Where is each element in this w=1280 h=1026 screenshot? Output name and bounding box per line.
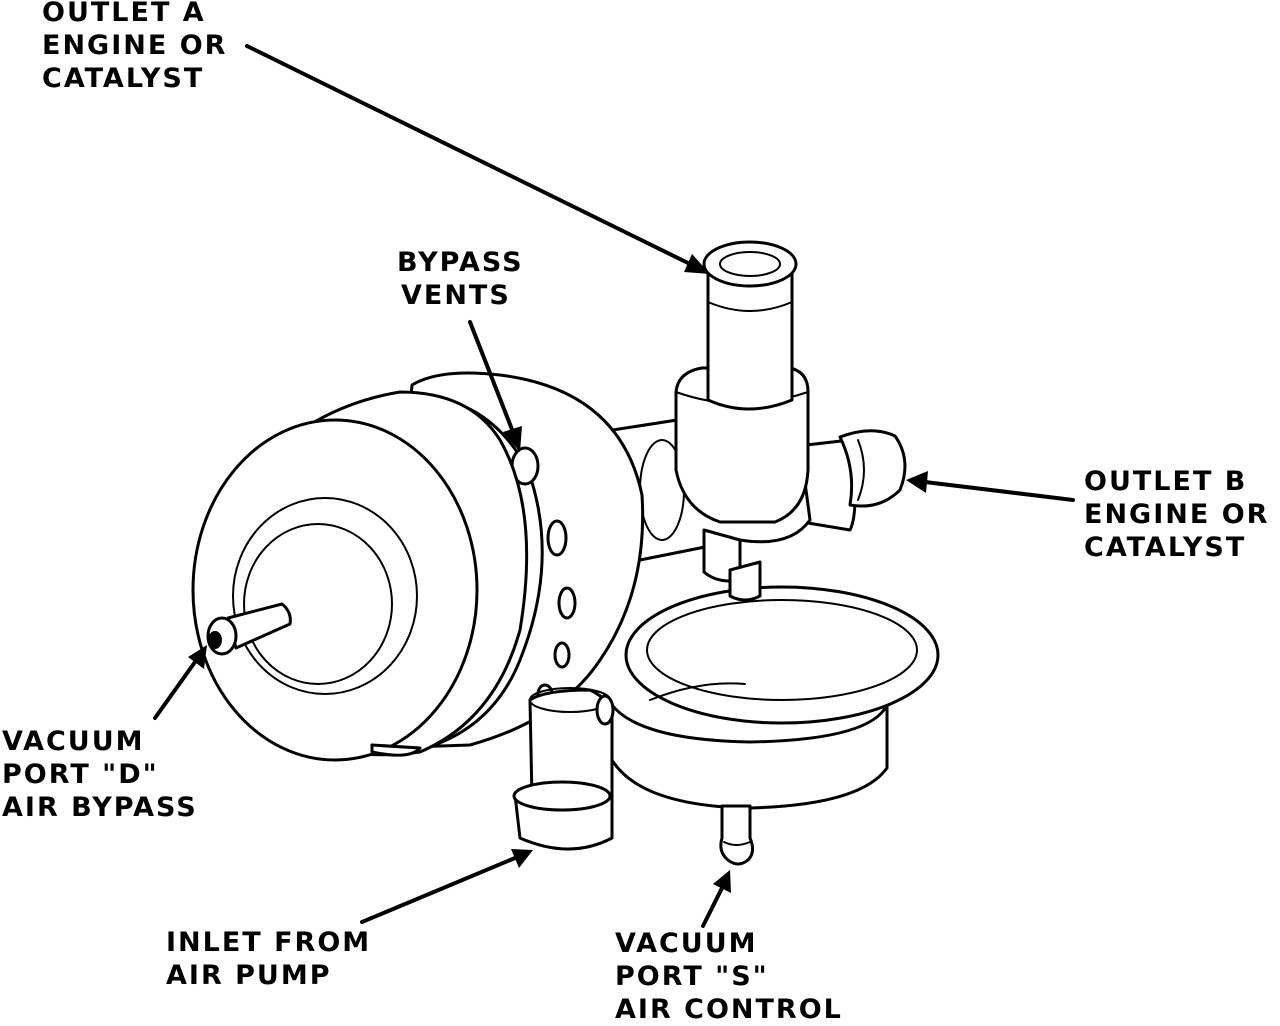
- label-inlet-line-2: AIR PUMP: [166, 960, 332, 991]
- arrow-inlet: [360, 856, 517, 924]
- label-vacuum-port-d-line-2: PORT "D": [2, 759, 159, 790]
- label-vacuum-port-d-line-3: AIR BYPASS: [2, 792, 198, 823]
- label-outlet-b-line-1: OUTLET B: [1084, 466, 1248, 497]
- outlet-a-pipe: [674, 240, 810, 524]
- label-outlet-b-line-2: ENGINE OR: [1084, 499, 1270, 530]
- arrowhead-bypass-vents: [503, 426, 522, 452]
- vacuum-port-s-nipple: [719, 804, 755, 866]
- label-vacuum-port-d-line-1: VACUUM: [2, 726, 145, 757]
- label-outlet-b-line-3: CATALYST: [1084, 532, 1247, 563]
- label-vacuum-port-s: VACUUM PORT "S" AIR CONTROL: [615, 927, 843, 1026]
- lower-diaphragm-housing: [610, 585, 940, 810]
- leader-arrows: [153, 44, 1075, 928]
- label-outlet-a-line-1: OUTLET A: [42, 0, 206, 28]
- label-bypass-vents-line-2: VENTS: [401, 280, 511, 311]
- body-stems: [702, 528, 762, 602]
- arrow-vacuum-port-s: [701, 886, 724, 928]
- vacuum-port-d-nipple: [206, 602, 292, 656]
- inlet-pipe: [512, 687, 615, 851]
- label-outlet-b: OUTLET B ENGINE OR CATALYST: [1084, 465, 1269, 564]
- arrow-bypass-vents: [468, 320, 515, 434]
- arrowhead-vacuum-port-s: [713, 870, 731, 893]
- diaphragm-cap: [191, 390, 529, 762]
- label-inlet-line-1: INLET FROM: [166, 927, 372, 958]
- label-bypass-vents: BYPASS VENTS: [397, 246, 524, 312]
- label-inlet: INLET FROM AIR PUMP: [166, 926, 371, 992]
- label-vacuum-port-s-line-3: AIR CONTROL: [615, 994, 843, 1025]
- label-outlet-a-line-3: CATALYST: [42, 63, 205, 94]
- arrowhead-inlet: [511, 849, 533, 868]
- arrow-vacuum-port-d: [153, 660, 197, 720]
- label-outlet-a: OUTLET A ENGINE OR CATALYST: [42, 0, 227, 95]
- label-vacuum-port-d: VACUUM PORT "D" AIR BYPASS: [2, 725, 198, 824]
- arrow-outlet-a: [245, 44, 692, 266]
- arrowhead-vacuum-port-d: [188, 645, 207, 669]
- arrow-outlet-b: [923, 480, 1075, 502]
- arrowhead-outlet-a: [684, 254, 710, 274]
- arrowhead-outlet-b: [906, 471, 928, 493]
- label-outlet-a-line-2: ENGINE OR: [42, 30, 228, 61]
- label-vacuum-port-s-line-2: PORT "S": [615, 961, 769, 992]
- label-vacuum-port-s-line-1: VACUUM: [615, 928, 758, 959]
- label-bypass-vents-line-1: BYPASS: [397, 247, 524, 278]
